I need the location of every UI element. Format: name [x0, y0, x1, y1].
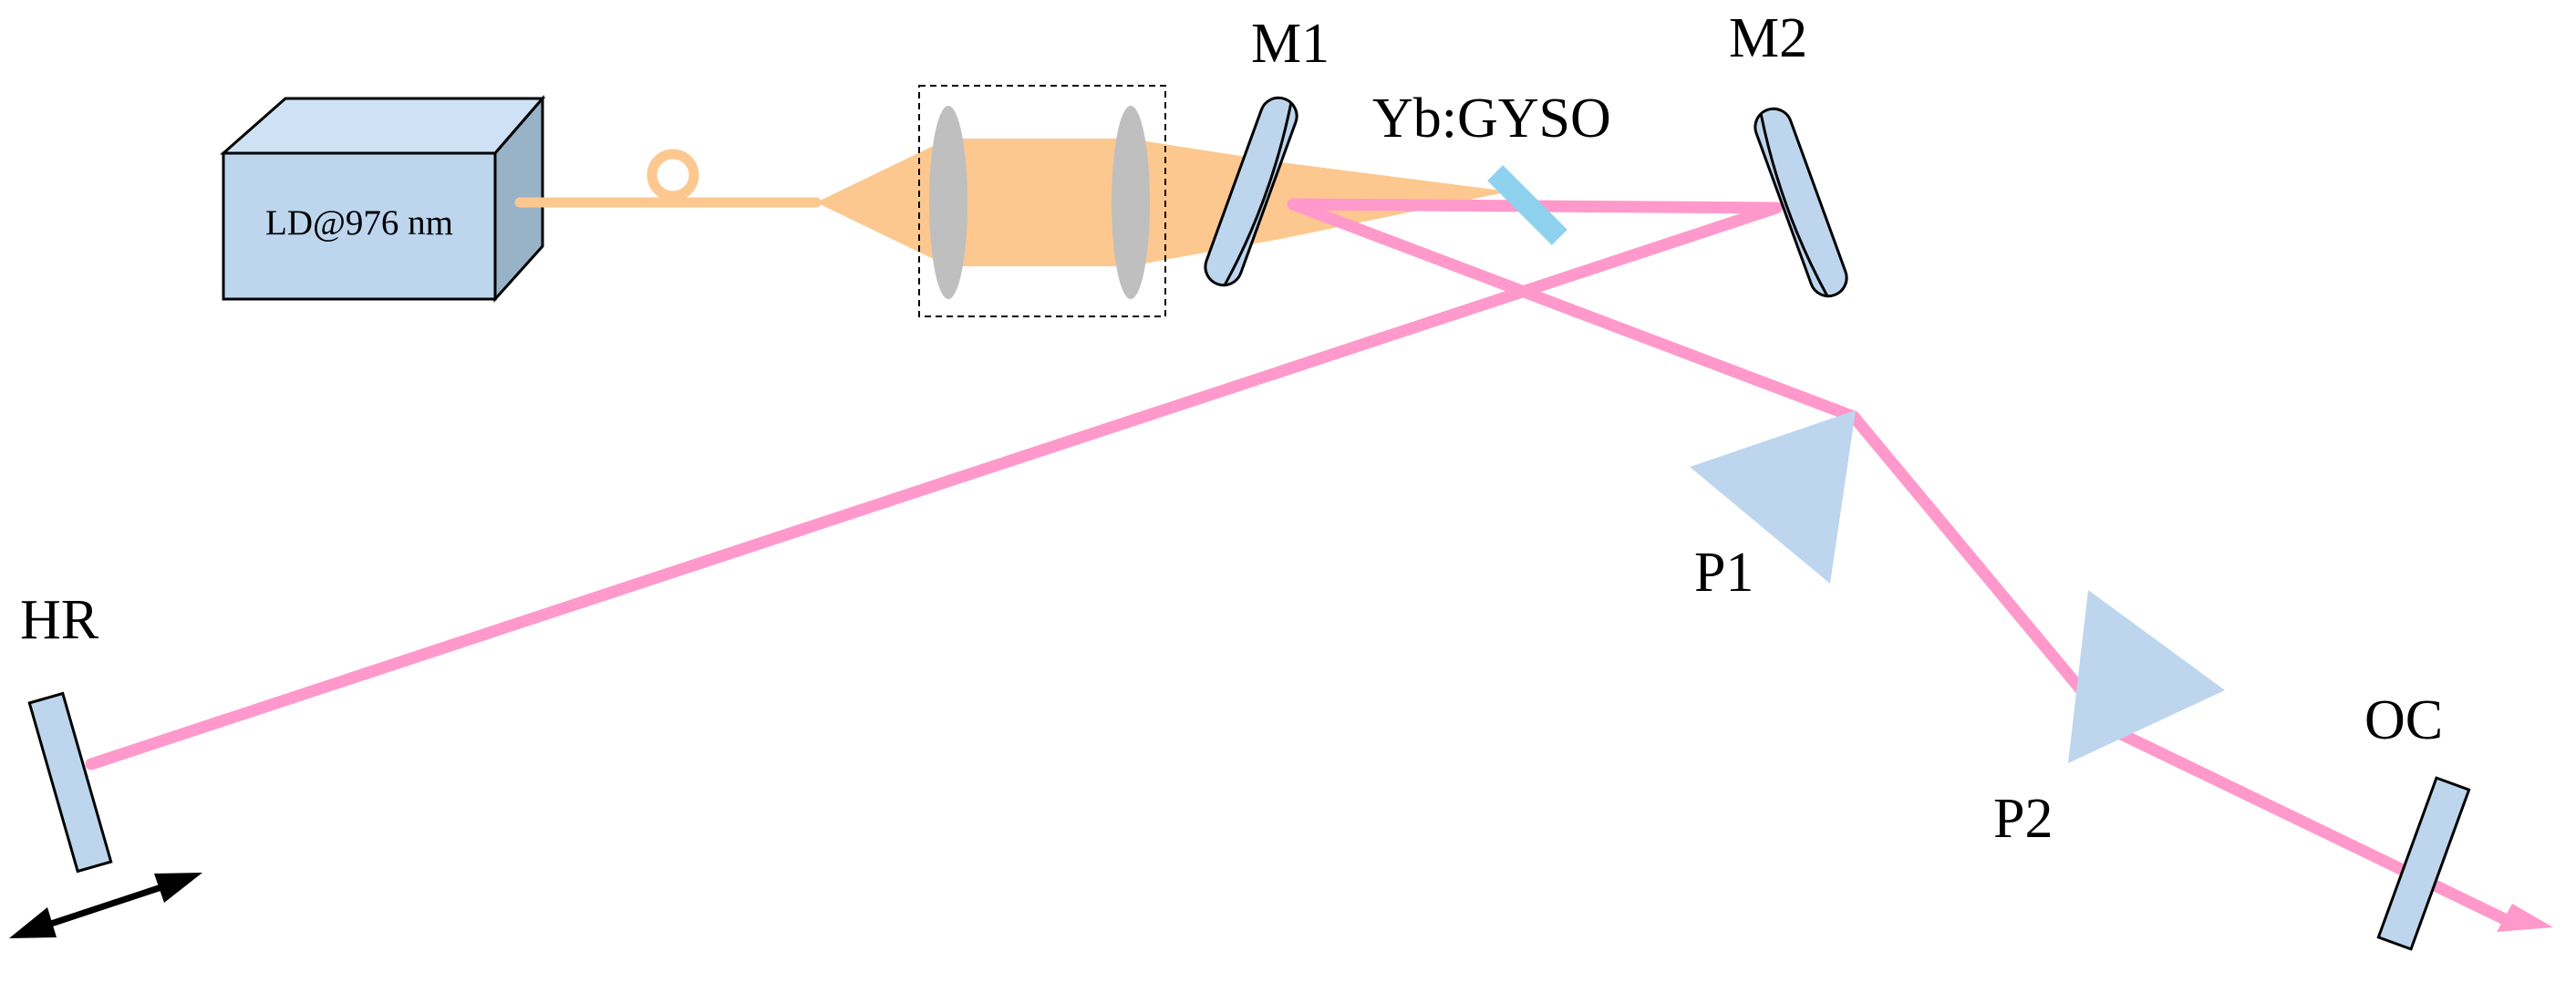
crystal-yb-gyso [1487, 165, 1567, 245]
label-hr: HR [20, 589, 99, 651]
label-p1: P1 [1694, 542, 1754, 604]
fiber-loop [647, 149, 699, 202]
beam-p1-p2 [1847, 410, 2122, 738]
prism-p1 [1690, 410, 1856, 584]
beam-m1-p1 [1287, 198, 1860, 423]
label-m1: M1 [1251, 13, 1329, 75]
lens-dashed-box [918, 85, 1166, 317]
laser-diode-front [222, 151, 497, 301]
cavity-beam [85, 198, 2519, 929]
label-crystal: Yb:GYSO [1372, 88, 1611, 150]
lens-2 [1112, 106, 1150, 299]
coupling-lens-group [918, 85, 1166, 317]
mirror-oc [2376, 776, 2471, 951]
laser-diode-top [220, 97, 546, 155]
label-m2: M2 [1729, 7, 1807, 69]
laser-diode-label: LD@976 nm [265, 203, 453, 243]
prism-p2 [2068, 590, 2225, 763]
translation-double-arrow-icon [9, 873, 202, 938]
label-oc: OC [2364, 689, 2443, 751]
beam-m2-hr [85, 202, 1783, 771]
mirror-m2 [1754, 107, 1848, 298]
output-arrow-icon [2497, 904, 2553, 932]
beam-p2-oc [2109, 725, 2519, 929]
label-p2: P2 [1993, 788, 2053, 850]
mirror-m1 [1204, 96, 1298, 287]
laser-diode: LD@976 nm [220, 94, 546, 303]
pump-beam [816, 139, 1509, 266]
mirror-hr [27, 691, 113, 874]
pump-fiber [514, 149, 822, 208]
lens-1 [929, 106, 967, 299]
